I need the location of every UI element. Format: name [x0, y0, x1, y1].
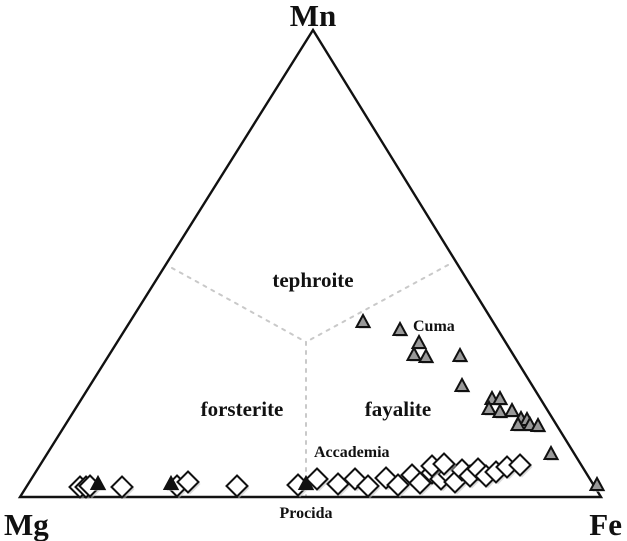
datapoint-cuma-4	[417, 347, 435, 363]
datapoint-cuma-5	[451, 346, 469, 362]
ternary-triangle-outline	[17, 27, 604, 499]
datapoint-cuma-3	[405, 345, 423, 361]
datapoint-cuma-1	[391, 320, 409, 336]
series-label-cuma: Cuma	[413, 318, 455, 335]
datapoint-accademia-8	[305, 467, 329, 491]
data-markers-layer	[68, 312, 606, 500]
datapoint-procida-0	[89, 474, 107, 490]
datapoint-cuma-14	[509, 415, 527, 431]
datapoint-accademia-11	[356, 474, 380, 498]
datapoint-accademia-26	[508, 453, 532, 477]
datapoint-accademia-6	[225, 474, 249, 498]
field-label-tephroite: tephroite	[272, 268, 353, 292]
datapoint-cuma-17	[542, 444, 560, 460]
series-label-accademia: Accademia	[314, 444, 390, 461]
datapoint-procida-1	[162, 474, 180, 490]
field-divider-lines	[171, 264, 449, 498]
datapoint-accademia-3	[110, 475, 134, 499]
datapoint-procida-2	[297, 474, 315, 490]
apex-label-fe: Fe	[589, 507, 622, 541]
datapoint-cuma-10	[491, 402, 509, 418]
series-accademia	[68, 452, 533, 500]
divider-tephroite-fayalite	[305, 264, 449, 343]
datapoint-accademia-28	[432, 452, 456, 476]
datapoint-accademia-9	[326, 472, 350, 496]
apex-label-mn: Mn	[290, 0, 337, 33]
datapoint-accademia-5	[176, 470, 200, 494]
datapoint-cuma-16	[529, 416, 547, 432]
datapoint-cuma-0	[354, 312, 372, 328]
datapoint-cuma-18	[588, 475, 606, 491]
datapoint-accademia-13	[386, 473, 410, 497]
apex-label-mg: Mg	[4, 507, 49, 541]
divider-tephroite-forsterite	[171, 267, 307, 343]
series-cuma	[354, 312, 606, 492]
series-label-procida: Procida	[279, 505, 332, 522]
series-procida	[89, 474, 315, 491]
datapoint-cuma-6	[453, 376, 471, 392]
datapoint-cuma-9	[480, 399, 498, 415]
datapoint-cuma-11	[503, 401, 521, 417]
field-label-forsterite: forsterite	[201, 397, 284, 421]
field-label-fayalite: fayalite	[365, 397, 431, 421]
datapoint-cuma-2	[410, 333, 428, 349]
